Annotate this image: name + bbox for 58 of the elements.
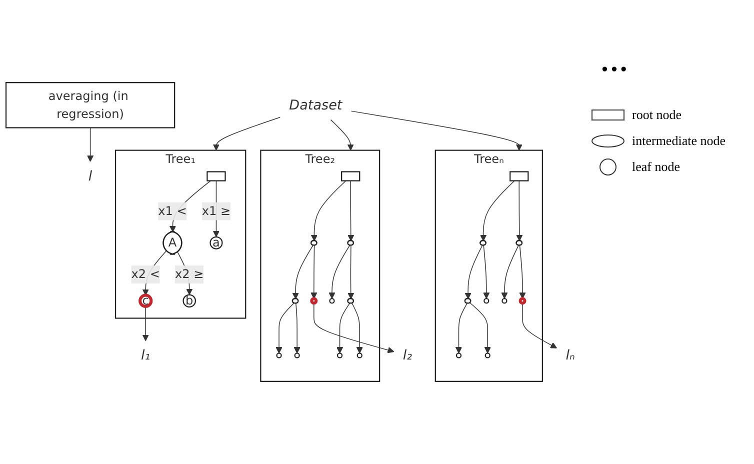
arrow <box>142 306 149 342</box>
arrow <box>352 303 363 354</box>
node-box <box>510 171 529 182</box>
edge-label: x1 ≥ <box>202 204 231 218</box>
legend-label: intermediate node <box>632 133 726 149</box>
arrow <box>480 180 515 242</box>
arrow <box>470 302 491 354</box>
legend-label: root node <box>632 107 682 123</box>
node-text: lₙ <box>566 348 575 364</box>
arrow <box>310 245 318 299</box>
node-circle <box>310 297 318 305</box>
node-text: Dataset <box>289 97 342 114</box>
arrow <box>292 245 314 300</box>
ellipsis-mark: ••• <box>600 60 628 79</box>
arrow <box>212 116 281 151</box>
node-circle <box>518 297 526 305</box>
arrow <box>516 180 523 242</box>
node-circle <box>336 352 343 358</box>
edge-label: x2 < <box>131 266 160 282</box>
node-circle <box>294 352 300 358</box>
arrow <box>276 302 294 354</box>
arrow <box>519 245 526 299</box>
node-circle <box>276 352 282 358</box>
arrow <box>483 245 490 299</box>
arrow <box>330 119 354 151</box>
arrow <box>464 245 483 300</box>
node-circle <box>356 352 362 358</box>
cluster: Tree₂ <box>260 150 380 382</box>
arrow <box>87 127 94 162</box>
node-text: l₁ <box>141 348 150 364</box>
arrow <box>348 245 354 300</box>
node-text: l₂ <box>402 348 412 364</box>
edge-label: x2 ≥ <box>175 266 204 282</box>
node-box <box>341 171 360 182</box>
node-text: l <box>88 168 92 184</box>
legend-label: leaf node <box>632 159 680 175</box>
arrow <box>522 302 558 348</box>
arrow <box>294 303 300 354</box>
arrow <box>348 180 354 242</box>
node-circle: c <box>138 294 153 308</box>
arrow <box>455 303 468 354</box>
node-circle <box>484 298 490 304</box>
arrow <box>310 180 346 242</box>
arrow <box>314 302 394 354</box>
node-circle: a <box>210 236 223 250</box>
arrow <box>336 302 350 354</box>
node-circle: b <box>182 294 196 308</box>
arrow <box>328 245 350 299</box>
arrow <box>350 110 522 151</box>
node-circle <box>456 352 462 358</box>
edge-label: x1 < <box>158 204 187 218</box>
node-box: averaging (in regression) <box>5 82 176 128</box>
cluster: Treeₙ <box>434 150 544 382</box>
node-circle <box>502 298 508 304</box>
node-circle <box>329 298 335 304</box>
node-box <box>206 171 226 182</box>
node-circle <box>484 352 490 358</box>
arrow <box>501 245 519 299</box>
